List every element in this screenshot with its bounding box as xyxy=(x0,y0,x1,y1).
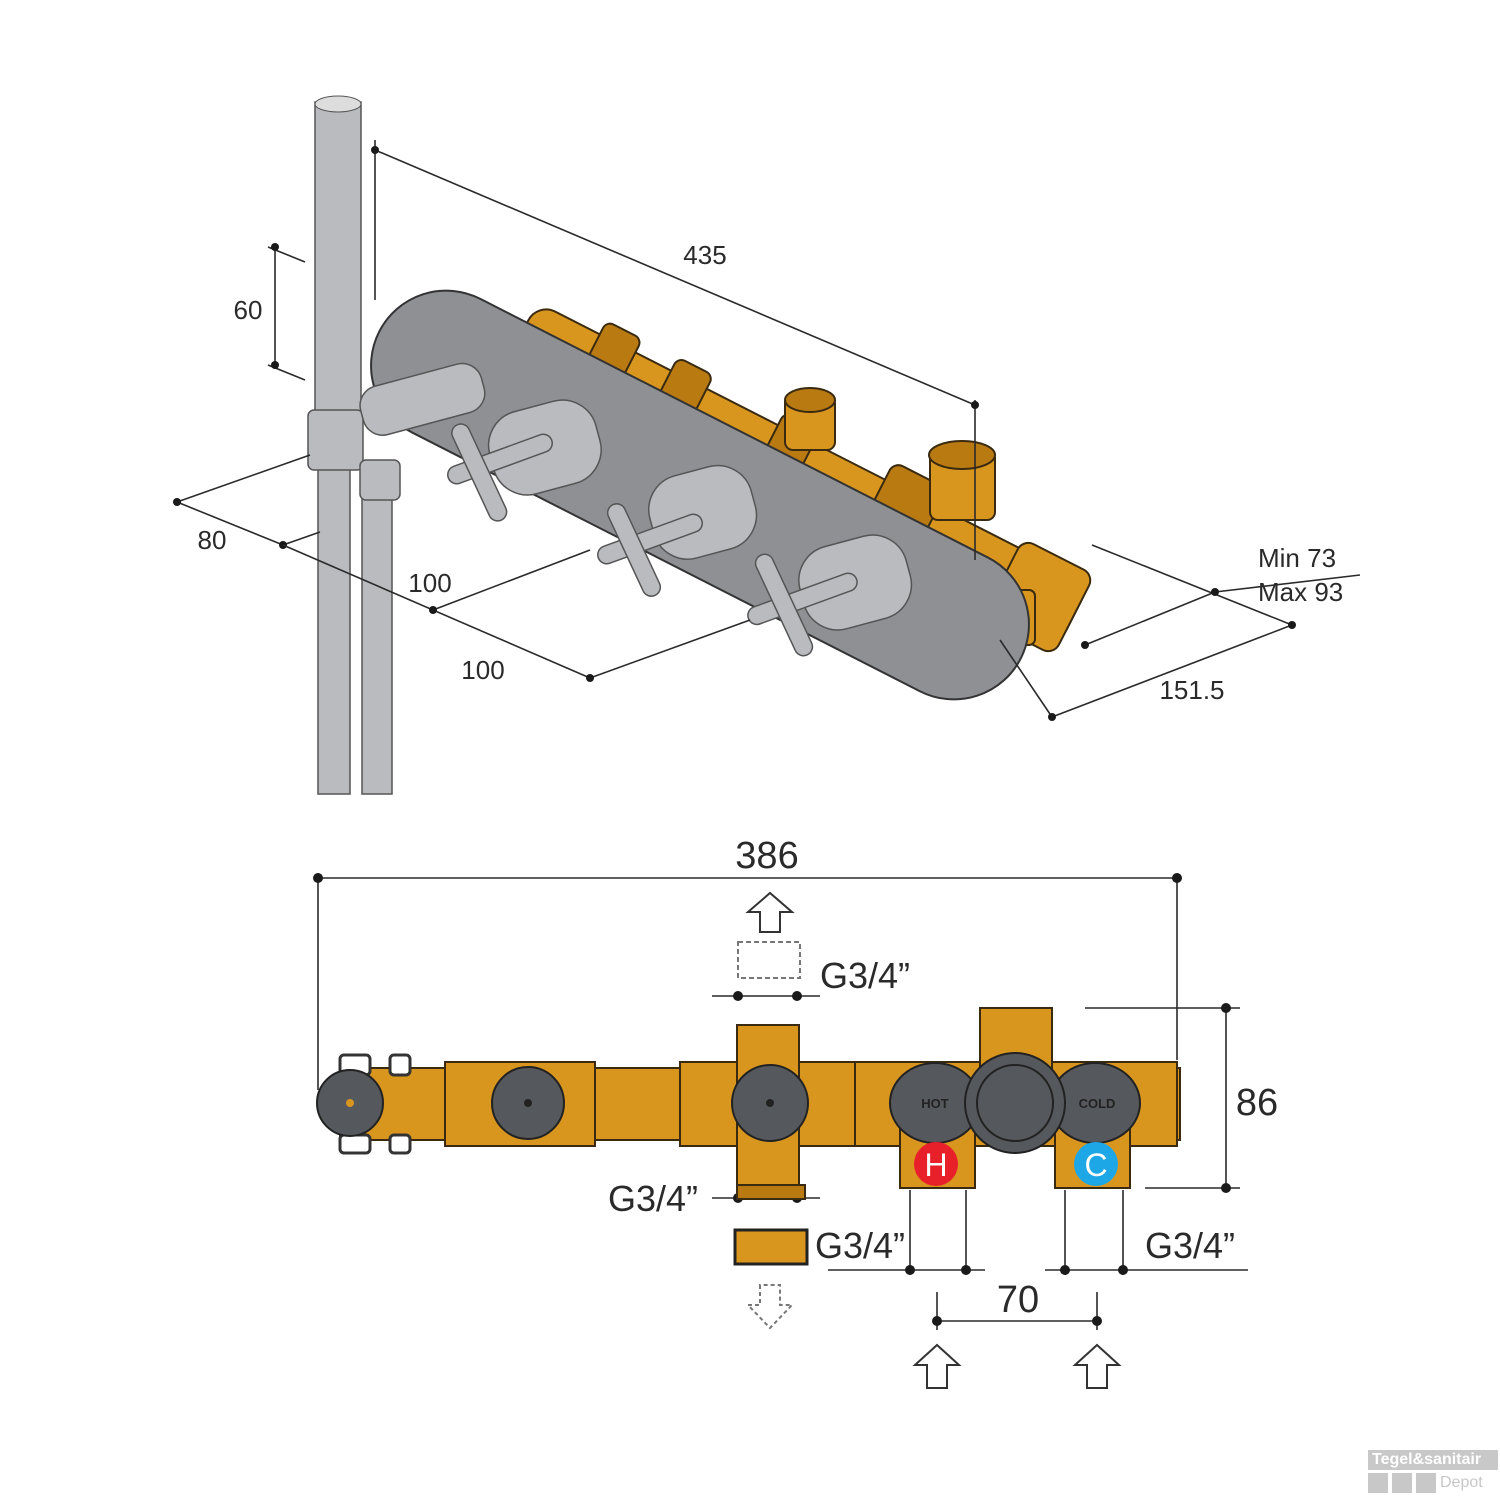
hot-label: HOT xyxy=(921,1096,949,1111)
watermark-logo: Tegel&sanitair Depot xyxy=(1368,1450,1498,1493)
dim-spacing-2-label: 100 xyxy=(461,655,504,685)
thread-bottom-label: G3/4” xyxy=(608,1178,698,1219)
plan-thermostat-cartridge xyxy=(964,1052,1066,1154)
diverter-knob-1[interactable] xyxy=(445,392,609,524)
watermark-sub: Depot xyxy=(1440,1474,1483,1491)
dim-wall-max-label: Max 93 xyxy=(1258,577,1343,607)
cold-inlet-arrow-icon xyxy=(1072,1343,1122,1389)
hot-inlet-arrow-icon xyxy=(912,1343,962,1389)
cold-badge: C xyxy=(1084,1147,1107,1183)
plan-dimensions xyxy=(313,873,1248,1330)
plan-view: HOT COLD H C 386 86 70 G3/4” G3/4” G3/4”… xyxy=(313,835,1278,1389)
dim-inlet-spacing-label: 70 xyxy=(997,1279,1039,1321)
watermark-brand: Tegel&sanitair xyxy=(1368,1450,1498,1470)
isometric-view: 435 60 80 100 100 Min 73 Max 93 151.5 xyxy=(173,95,1361,795)
iso-dimensions xyxy=(173,140,1361,721)
dim-height-label: 86 xyxy=(1236,1082,1278,1124)
dim-depth-label: 80 xyxy=(198,525,227,555)
diverter-knob-2[interactable] xyxy=(595,458,764,599)
hot-badge-circle xyxy=(914,1142,958,1186)
outlet-arrow-down-icon xyxy=(745,1284,795,1330)
thread-top-label: G3/4” xyxy=(820,955,910,996)
outlet-arrow-up-icon xyxy=(745,891,795,933)
dim-total-label: 386 xyxy=(735,835,798,877)
dim-length-label: 435 xyxy=(683,240,726,270)
tile-icon xyxy=(1416,1473,1436,1493)
dim-plate-label: 151.5 xyxy=(1159,675,1224,705)
dim-wall-min-label: Min 73 xyxy=(1258,543,1336,573)
hand-shower xyxy=(307,95,486,795)
thread-hot-label: G3/4” xyxy=(815,1225,905,1266)
optional-fitting-dashed xyxy=(737,941,801,979)
cold-badge-circle xyxy=(1074,1142,1118,1186)
tile-icon xyxy=(1392,1473,1412,1493)
dim-handshower-label: 60 xyxy=(234,295,263,325)
water-drop-icon xyxy=(1368,1473,1388,1493)
cold-label: COLD xyxy=(1079,1096,1116,1111)
plan-bottom-cap xyxy=(733,1228,809,1266)
thread-cold-label: G3/4” xyxy=(1145,1225,1235,1266)
hot-badge: H xyxy=(924,1147,947,1183)
dim-spacing-1-label: 100 xyxy=(408,568,451,598)
thermostat-knob[interactable] xyxy=(745,527,919,658)
